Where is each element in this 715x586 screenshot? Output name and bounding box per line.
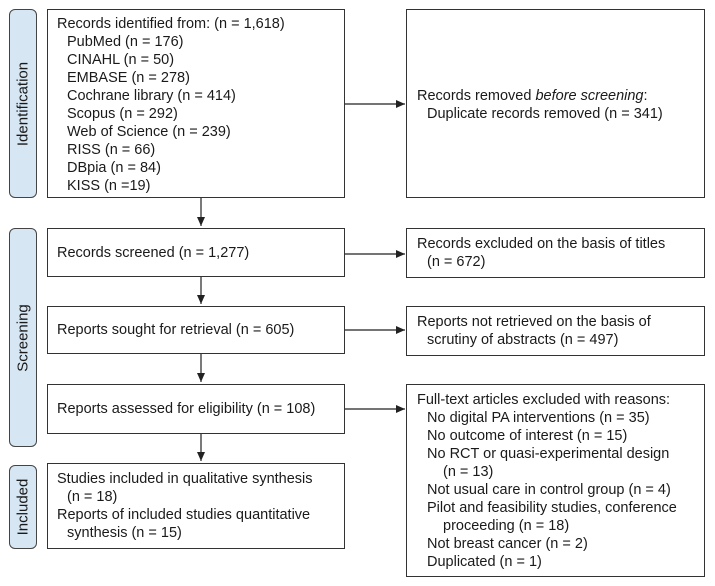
reports-assessed-text: Reports assessed for eligibility (n = 10…	[57, 401, 316, 417]
records-removed-box: Records removed before screening: Duplic…	[406, 9, 705, 198]
records-identified-title: Records identified from: (n = 1,618)	[57, 16, 285, 32]
phase-included: Included	[9, 465, 37, 549]
fulltext-excluded-box: Full-text articles excluded with reasons…	[406, 384, 705, 577]
source-cinahl: CINAHL (n = 50)	[67, 52, 175, 68]
records-excluded-box: Records excluded on the basis of titles …	[406, 228, 705, 278]
records-removed-detail: Duplicate records removed (n = 341)	[427, 106, 663, 122]
reports-not-retrieved-box: Reports not retrieved on the basis of sc…	[406, 306, 705, 356]
source-embase: EMBASE (n = 278)	[67, 70, 190, 86]
source-cochrane: Cochrane library (n = 414)	[67, 88, 236, 104]
records-screened-box: Records screened (n = 1,277)	[47, 228, 345, 277]
studies-included-line4: synthesis (n = 15)	[67, 525, 182, 541]
records-excluded-line1: Records excluded on the basis of titles	[417, 236, 666, 252]
fulltext-reason-1: No digital PA interventions (n = 35)	[427, 410, 650, 426]
records-screened-text: Records screened (n = 1,277)	[57, 245, 250, 261]
phase-identification: Identification	[9, 9, 37, 198]
studies-included-box: Studies included in qualitative synthesi…	[47, 463, 345, 549]
studies-included-line1: Studies included in qualitative synthesi…	[57, 471, 313, 487]
source-pubmed: PubMed (n = 176)	[67, 34, 184, 50]
reports-not-retrieved-line2: scrutiny of abstracts (n = 497)	[427, 332, 619, 348]
records-removed-title: Records removed before screening:	[417, 88, 648, 104]
fulltext-reason-4: Not usual care in control group (n = 4)	[427, 482, 671, 498]
records-excluded-line2: (n = 672)	[427, 254, 486, 270]
reports-not-retrieved-line1: Reports not retrieved on the basis of	[417, 314, 651, 330]
fulltext-reason-2: No outcome of interest (n = 15)	[427, 428, 628, 444]
fulltext-reason-6: Not breast cancer (n = 2)	[427, 536, 588, 552]
records-identified-box: Records identified from: (n = 1,618) Pub…	[47, 9, 345, 198]
fulltext-reason-5: Pilot and feasibility studies, conferenc…	[427, 500, 677, 516]
fulltext-excluded-title: Full-text articles excluded with reasons…	[417, 392, 671, 408]
reports-sought-text: Reports sought for retrieval (n = 605)	[57, 322, 295, 338]
fulltext-reason-3: No RCT or quasi-experimental design	[427, 446, 670, 462]
reports-sought-box: Reports sought for retrieval (n = 605)	[47, 306, 345, 354]
studies-included-line3: Reports of included studies quantitative	[57, 507, 311, 523]
reports-assessed-box: Reports assessed for eligibility (n = 10…	[47, 384, 345, 434]
source-dbpia: DBpia (n = 84)	[67, 160, 161, 176]
source-web-of-science: Web of Science (n = 239)	[67, 124, 231, 140]
phase-screening: Screening	[9, 228, 37, 447]
source-riss: RISS (n = 66)	[67, 142, 156, 158]
fulltext-reason-3-count: (n = 13)	[443, 464, 494, 480]
source-kiss: KISS (n =19)	[67, 178, 151, 194]
studies-included-line2: (n = 18)	[67, 489, 118, 505]
fulltext-reason-7: Duplicated (n = 1)	[427, 554, 542, 570]
fulltext-reason-5-cont: proceeding (n = 18)	[443, 518, 570, 534]
source-scopus: Scopus (n = 292)	[67, 106, 178, 122]
